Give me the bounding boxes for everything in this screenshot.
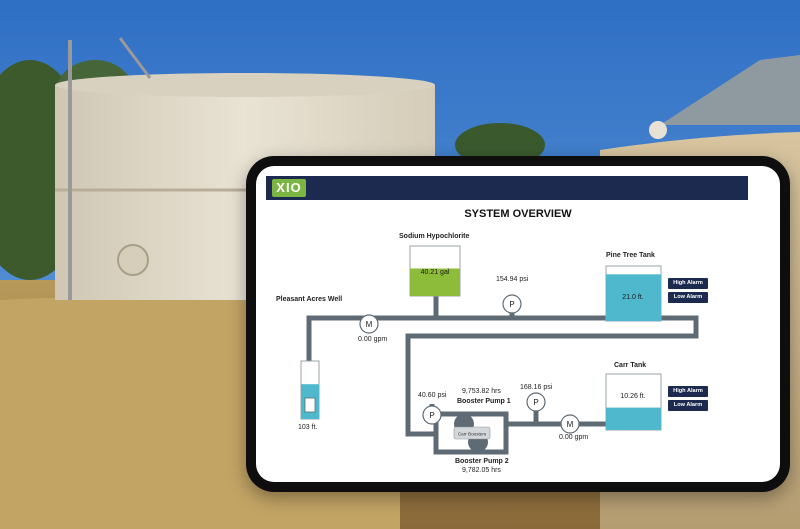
- suction-pressure-symbol: P: [429, 411, 434, 420]
- suction-pressure-value: 40.60 psi: [418, 392, 447, 399]
- carr-tank-label: Carr Tank: [614, 362, 647, 369]
- main-pressure-value: 154.94 psi: [496, 276, 529, 283]
- system-diagram: M P P P M Carr Boosters 40.21 gal 21.0 f…: [300, 245, 699, 455]
- well-meter-symbol: M: [366, 320, 373, 329]
- xio-logo[interactable]: XIO: [272, 179, 306, 197]
- booster-pump-1-label: Booster Pump 1: [457, 398, 511, 405]
- pine-tree-high-alarm-button[interactable]: High Alarm: [668, 278, 708, 289]
- well-level-value: 103 ft.: [298, 424, 318, 431]
- pine-tree-low-alarm-button[interactable]: Low Alarm: [668, 292, 708, 303]
- roof: [660, 55, 800, 125]
- pipe-fitting: [649, 121, 667, 139]
- chemical-tank-fill: [410, 268, 460, 296]
- main-pressure-symbol: P: [509, 300, 514, 309]
- tablet-device: XIO SYSTEM OVERVIEW: [246, 156, 790, 492]
- booster-flow-meter-icon[interactable]: [560, 414, 580, 434]
- page-title: SYSTEM OVERVIEW: [464, 208, 572, 220]
- pipe-main: [306, 315, 699, 437]
- tank-hatch: [117, 244, 149, 276]
- booster-flow-value: 0.00 gpm: [559, 434, 589, 441]
- carr-low-alarm-button[interactable]: Low Alarm: [668, 400, 708, 411]
- pine-tree-tank-value: 21.0 ft.: [622, 294, 643, 301]
- storage-tank-top: [55, 73, 435, 97]
- well-flow-meter-icon[interactable]: [359, 314, 379, 334]
- carr-tank-value: 10.26 ft.: [620, 393, 645, 400]
- discharge-pressure-gauge-icon[interactable]: [526, 392, 546, 412]
- chemical-tank-value: 40.21 gal: [421, 269, 450, 276]
- pipe-booster-bottom: [433, 434, 509, 455]
- suction-pressure-gauge-icon[interactable]: [422, 405, 442, 425]
- chemical-tank-label: Sodium Hypochlorite: [399, 233, 470, 240]
- well-flow-value: 0.00 gpm: [358, 336, 388, 343]
- discharge-pressure-symbol: P: [533, 398, 538, 407]
- pine-tree-tank-fill: [606, 274, 661, 322]
- carr-tank-fill: [606, 407, 661, 430]
- pine-tree-tank-label: Pine Tree Tank: [606, 252, 655, 259]
- booster-pump-1-hours: 9,753.82 hrs: [462, 388, 501, 395]
- booster-pump-2-label: Booster Pump 2: [455, 458, 509, 465]
- app-header: XIO: [266, 176, 748, 200]
- carr-boosters-plate: [453, 426, 491, 440]
- main-pressure-gauge-icon[interactable]: [502, 294, 522, 314]
- tablet-screen: XIO SYSTEM OVERVIEW: [256, 166, 780, 482]
- booster-pump-2-hours: 9,782.05 hrs: [462, 467, 501, 474]
- well-label: Pleasant Acres Well: [276, 296, 343, 303]
- carr-high-alarm-button[interactable]: High Alarm: [668, 386, 708, 397]
- carr-boosters-label: Carr Boosters: [458, 432, 487, 437]
- booster-meter-symbol: M: [567, 420, 574, 429]
- well-pump-icon: [304, 397, 316, 413]
- discharge-pressure-value: 168.16 psi: [520, 384, 553, 391]
